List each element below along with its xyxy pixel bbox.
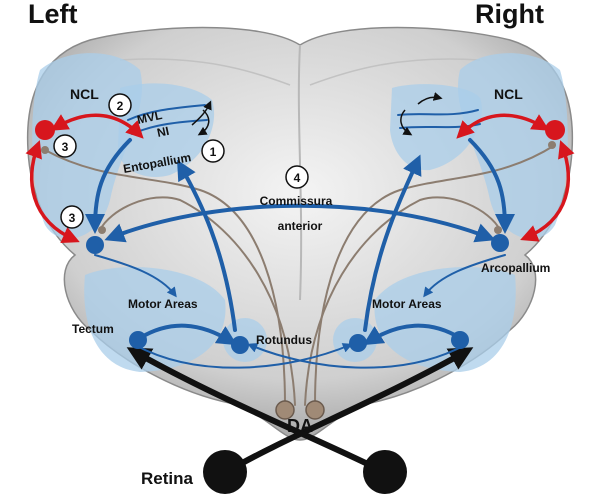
label-ncl-right: NCL (494, 86, 523, 102)
svg-text:4: 4 (294, 171, 301, 185)
ncl-right-node (545, 120, 565, 140)
retina-left-node (203, 450, 247, 494)
ncl-pathways (25, 113, 575, 244)
marker-4: 4 (285, 165, 309, 189)
label-commissura: Commissura (260, 194, 333, 208)
label-tectum: Tectum (72, 322, 114, 336)
right-layer-arrow-2 (417, 92, 443, 105)
right-layer-arrow (400, 109, 413, 136)
right-tectum-region (374, 267, 516, 372)
label-rotundus: Rotundus (256, 333, 312, 347)
label-motor-areas-right: Motor Areas (372, 297, 442, 311)
da-right-node (305, 400, 325, 420)
nuclei-nodes (35, 120, 565, 494)
svg-text:1: 1 (210, 145, 217, 159)
label-anterior: anterior (278, 219, 323, 233)
marker-2: 2 (108, 93, 132, 117)
title-right: Right (475, 0, 544, 29)
label-mvl: MVL (136, 108, 164, 127)
svg-text:3: 3 (69, 211, 76, 225)
label-ncl-left: NCL (70, 86, 99, 102)
labels: Left Right NCL NCL MVL NI Entopallium Co… (28, 0, 550, 488)
left-layer-arrow-2 (191, 100, 212, 126)
number-markers: 1 2 3 3 4 (53, 93, 309, 229)
tectum-left-node (129, 331, 147, 349)
arcopallium-left-node (86, 236, 104, 254)
label-motor-areas-left: Motor Areas (128, 297, 198, 311)
marker-3-upper: 3 (53, 134, 77, 158)
label-ni: NI (156, 124, 171, 140)
svg-text:3: 3 (62, 140, 69, 154)
marker-1: 1 (201, 139, 225, 163)
ncl-left-node (35, 120, 55, 140)
visual-pathways (85, 138, 515, 369)
rotundus-right-node (349, 334, 367, 352)
da-left-node (275, 400, 295, 420)
label-da: DA (287, 416, 313, 436)
retinal-projections (126, 347, 474, 473)
left-tectum-region (84, 267, 226, 372)
title-left: Left (28, 0, 78, 29)
tectum-right-node (451, 331, 469, 349)
commissura-anterior-tract (104, 203, 496, 243)
svg-text:2: 2 (117, 99, 124, 113)
rotundus-left-node (231, 336, 249, 354)
label-arcopallium: Arcopallium (481, 261, 550, 275)
arcopallium-right-node (491, 234, 509, 252)
retina-right-node (363, 450, 407, 494)
label-retina: Retina (141, 469, 194, 488)
marker-3-lower: 3 (60, 205, 84, 229)
entopallium-layers (127, 92, 481, 136)
